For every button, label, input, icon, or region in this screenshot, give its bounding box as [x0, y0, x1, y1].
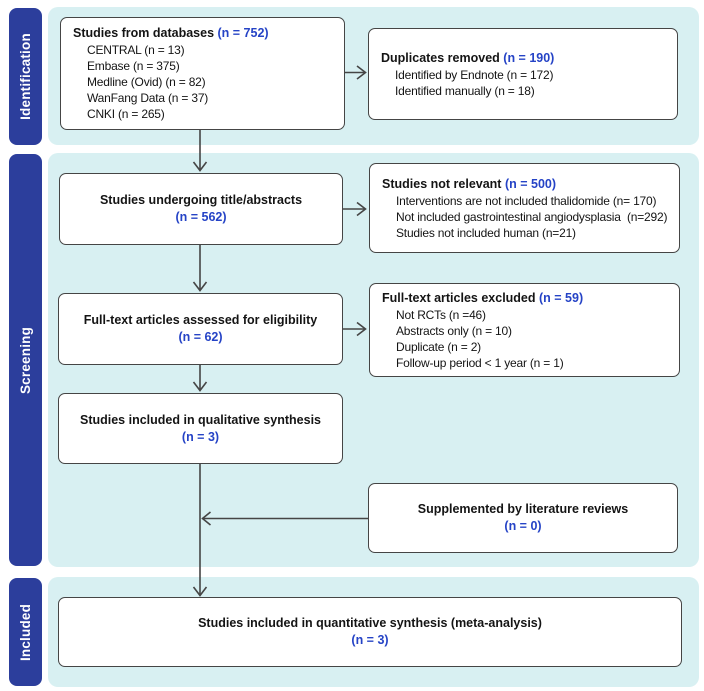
count-badge: (n = 190): [503, 50, 555, 65]
box-title-text: Full-text articles excluded: [382, 290, 536, 305]
list-item: Identified manually (n = 18): [395, 83, 535, 98]
box-title: Full-text articles excluded (n = 59): [382, 290, 673, 307]
count-badge: (n = 3): [351, 633, 389, 647]
arrow-title-abstracts-to-fulltext: [192, 245, 208, 292]
list-item: CENTRAL (n = 13): [87, 43, 185, 57]
count-badge: (n = 752): [217, 26, 269, 40]
box-title-text: Duplicates removed: [381, 50, 500, 65]
list-item: Follow-up period < 1 year (n = 1): [396, 355, 564, 370]
box-duplicates-removed: Duplicates removed (n = 190) Identified …: [368, 28, 678, 120]
box-studies-not-relevant: Studies not relevant (n = 500) Intervent…: [369, 163, 680, 253]
list-item: CNKI (n = 265): [87, 107, 165, 121]
list-item: Duplicate (n = 2): [396, 339, 481, 354]
list-item: Identified by Endnote (n = 172): [395, 67, 554, 82]
box-items: Identified by Endnote (n = 172) Identifi…: [381, 67, 671, 99]
box-title-text: Studies undergoing title/abstracts: [99, 193, 303, 207]
list-item: WanFang Data (n = 37): [87, 91, 209, 105]
stage-label-included: Included: [9, 578, 42, 686]
arrow-databases-to-duplicates: [345, 65, 367, 80]
box-title-text: Studies from databases: [73, 26, 215, 40]
box-title-text: Studies not relevant: [382, 176, 502, 191]
box-title-text: Studies included in qualitative synthesi…: [79, 412, 322, 427]
arrow-literature-to-main-flow: [201, 511, 368, 526]
stage-label-screening: Screening: [9, 154, 42, 566]
arrow-databases-to-title-abstracts: [192, 130, 208, 172]
box-qualitative-synthesis: Studies included in qualitative synthesi…: [58, 393, 343, 464]
arrow-fulltext-to-excluded: [343, 321, 367, 337]
list-item: Not included gastrointestinal angiodyspl…: [396, 209, 668, 224]
count-badge: (n = 562): [175, 210, 227, 224]
box-title-text: Studies included in quantitative synthes…: [198, 616, 542, 630]
box-quantitative-synthesis: Studies included in quantitative synthes…: [58, 597, 682, 667]
list-item: Medline (Ovid) (n = 82): [87, 75, 206, 89]
arrow-title-abstracts-to-not-relevant: [343, 201, 367, 217]
count-badge: (n = 0): [504, 519, 542, 533]
box-studies-from-databases: Studies from databases (n = 752) CENTRAL…: [60, 17, 345, 130]
box-items: Interventions are not included thalidomi…: [382, 193, 673, 241]
count-badge: (n = 62): [178, 330, 223, 344]
arrow-fulltext-to-qualitative: [192, 365, 208, 392]
list-item: Interventions are not included thalidomi…: [396, 193, 657, 208]
box-items: Not RCTs (n =46) Abstracts only (n = 10)…: [382, 307, 673, 371]
count-badge: (n = 59): [539, 290, 584, 305]
list-item: Not RCTs (n =46): [396, 307, 486, 322]
box-title-abstracts: Studies undergoing title/abstracts (n = …: [59, 173, 343, 245]
stage-label-identification: Identification: [9, 8, 42, 145]
box-literature-reviews: Supplemented by literature reviews (n = …: [368, 483, 678, 553]
list-item: Studies not included human (n=21): [396, 225, 576, 240]
list-item: Embase (n = 375): [87, 59, 180, 73]
box-title: Studies not relevant (n = 500): [382, 176, 673, 193]
box-title: Duplicates removed (n = 190): [381, 50, 671, 67]
box-items: CENTRAL (n = 13) Embase (n = 375) Medlin…: [73, 42, 338, 122]
list-item: Abstracts only (n = 10): [396, 323, 512, 338]
arrow-qualitative-to-quantitative: [192, 464, 208, 597]
box-title-text: Supplemented by literature reviews: [417, 502, 629, 516]
box-title-text: Full-text articles assessed for eligibil…: [83, 313, 318, 327]
count-badge: (n = 3): [181, 429, 220, 444]
count-badge: (n = 500): [504, 176, 557, 191]
box-fulltext-assessed: Full-text articles assessed for eligibil…: [58, 293, 343, 365]
box-title: Studies from databases (n = 752): [73, 25, 338, 42]
box-fulltext-excluded: Full-text articles excluded (n = 59) Not…: [369, 283, 680, 377]
